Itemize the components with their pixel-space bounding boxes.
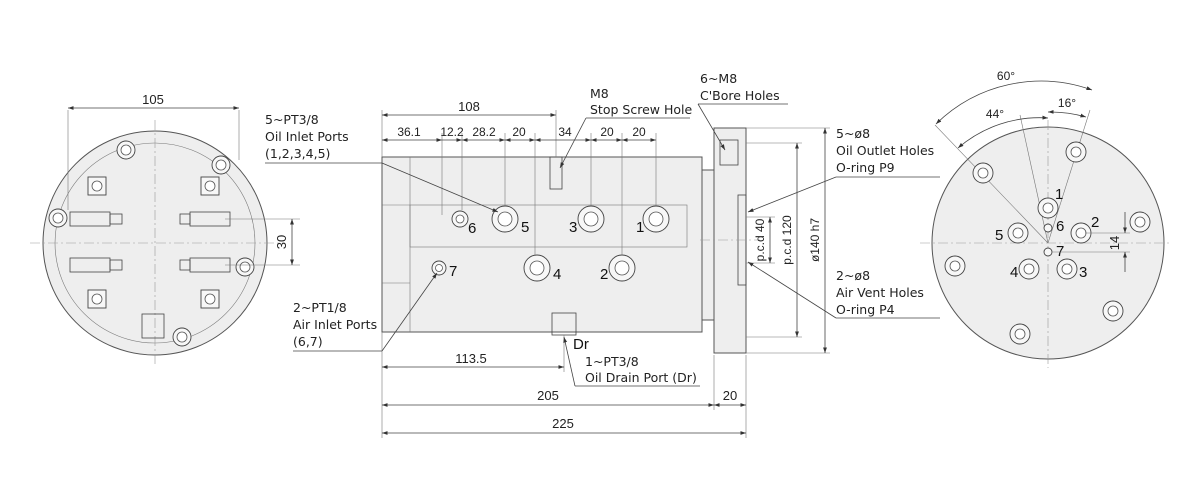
left-spacing-dim: 30 — [274, 235, 289, 249]
rport-number-1: 1 — [1055, 186, 1063, 203]
rport-number-5: 5 — [995, 227, 1003, 244]
oil-inlet-title: Oil Inlet Ports — [265, 129, 349, 144]
oil-inlet-spec: 5~PT3/8 — [265, 112, 319, 127]
dim-pcd120: p.c.d 120 — [780, 215, 794, 265]
air-vent-title: Air Vent Holes — [836, 285, 924, 300]
rport-number-3: 3 — [1079, 264, 1087, 281]
dim-12-2: 12.2 — [440, 125, 464, 139]
dim-205: 205 — [537, 388, 559, 403]
left-bolt-heads — [87, 176, 220, 309]
left-width-dim: 105 — [142, 92, 164, 107]
angle-44: 44° — [986, 107, 1004, 121]
dim-pcd40: p.c.d 40 — [753, 218, 767, 261]
dim-dia140: ø140 h7 — [808, 218, 822, 262]
rport-number-2: 2 — [1091, 214, 1099, 231]
cbore-spec: 6~M8 — [700, 71, 737, 86]
dim-108: 108 — [458, 99, 480, 114]
right-ports — [1007, 197, 1092, 280]
stop-screw-title: Stop Screw Hole — [590, 102, 692, 117]
dim-113-5: 113.5 — [455, 351, 487, 366]
port-number-1: 1 — [636, 219, 644, 236]
dim-20-flange: 20 — [723, 388, 737, 403]
dim-34: 34 — [558, 125, 572, 139]
vertical-dimensions: p.c.d 40 p.c.d 120 ø140 h7 — [746, 127, 830, 354]
left-mount-holes — [48, 140, 255, 347]
air-inlet-list: (6,7) — [293, 334, 323, 349]
oil-drain-title: Oil Drain Port (Dr) — [585, 370, 697, 385]
air-vent-oring: O-ring P4 — [836, 302, 895, 317]
port-number-3: 3 — [569, 219, 577, 236]
port-number-4: 4 — [553, 266, 561, 283]
dim-20-b: 20 — [600, 125, 614, 139]
port-number-6: 6 — [468, 220, 476, 237]
port-number-7: 7 — [449, 263, 457, 280]
side-ports — [431, 205, 670, 282]
shaft-collar — [701, 169, 715, 321]
right-end-view: 60° 44° 16° 1 2 6 5 7 4 3 — [920, 69, 1170, 368]
bottom-dimensions: 113.5 205 20 225 — [381, 332, 747, 438]
dim-20-c: 20 — [632, 125, 646, 139]
rport-number-4: 4 — [1010, 264, 1018, 281]
dim-36-1: 36.1 — [397, 125, 421, 139]
oil-outlet-oring: O-ring P9 — [836, 160, 895, 175]
air-inlet-title: Air Inlet Ports — [293, 317, 377, 332]
dim-225: 225 — [552, 416, 574, 431]
rport-number-6: 6 — [1056, 218, 1064, 235]
angle-16: 16° — [1058, 96, 1076, 110]
cbore-title: C'Bore Holes — [700, 88, 780, 103]
rport-number-7: 7 — [1056, 243, 1064, 260]
air-inlet-spec: 2~PT1/8 — [293, 300, 347, 315]
callouts: 5~PT3/8 Oil Inlet Ports (1,2,3,4,5) M8 S… — [265, 71, 940, 387]
side-view: 6 5 3 1 7 4 2 Dr 108 36.1 12.2 28.2 20 — [381, 99, 830, 438]
stop-screw-spec: M8 — [590, 86, 609, 101]
oil-drain-spec: 1~PT3/8 — [585, 354, 639, 369]
drain-label: Dr — [573, 336, 589, 353]
flange — [713, 127, 747, 354]
oil-outlet-spec: 5~ø8 — [836, 126, 870, 141]
left-end-view: 105 30 — [30, 92, 300, 365]
right-bolt-holes — [944, 141, 1151, 345]
angle-60: 60° — [997, 69, 1015, 83]
right-spacing-dim: 14 — [1107, 236, 1122, 250]
left-fittings — [69, 211, 231, 339]
housing-body — [381, 156, 703, 333]
dim-28-2: 28.2 — [472, 125, 496, 139]
oil-outlet-title: Oil Outlet Holes — [836, 143, 934, 158]
top-dimensions: 108 36.1 12.2 28.2 20 34 20 20 — [381, 99, 657, 255]
port-number-2: 2 — [600, 266, 608, 283]
port-number-5: 5 — [521, 219, 529, 236]
oil-inlet-list: (1,2,3,4,5) — [265, 146, 330, 161]
air-vent-spec: 2~ø8 — [836, 268, 870, 283]
dim-20-a: 20 — [512, 125, 526, 139]
